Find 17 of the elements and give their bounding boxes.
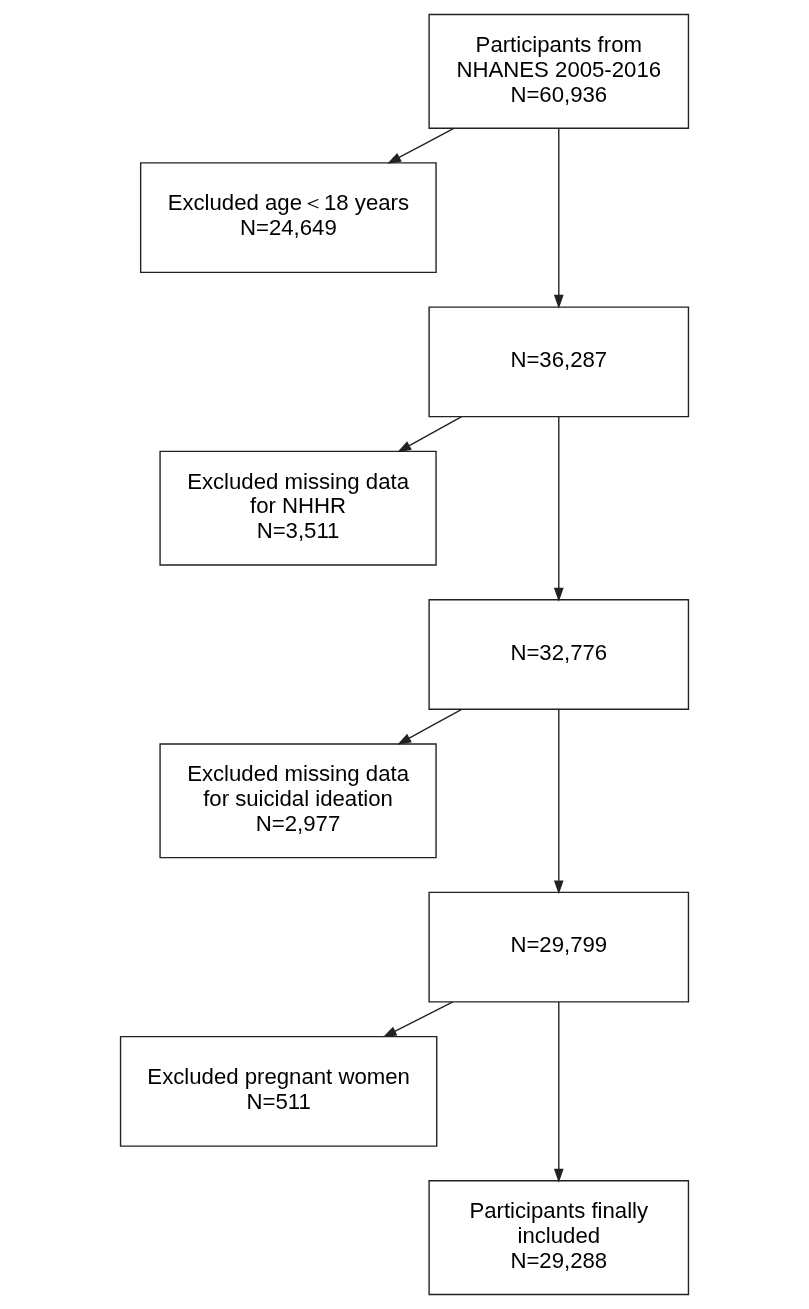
- node-box: N=32,776: [428, 599, 690, 710]
- arrow: [387, 127, 455, 164]
- arrow: [397, 416, 463, 453]
- node-box: Excluded missing data for NHHR N=3,511: [159, 450, 437, 566]
- arrow: [553, 127, 564, 309]
- node-box: Excluded age＜18 years N=24,649: [139, 162, 437, 274]
- arrow: [553, 1001, 564, 1183]
- node-box: Participants finally included N=29,288: [428, 1180, 690, 1296]
- node-box: Participants from NHANES 2005-2016 N=60,936: [428, 13, 690, 129]
- arrow: [553, 416, 564, 602]
- node-box: N=29,799: [428, 891, 690, 1003]
- node-box: Excluded missing data for suicidal ideation N=2,977: [159, 743, 437, 859]
- node-box: Excluded pregnant women N=511: [119, 1035, 438, 1147]
- node-box: N=36,287: [428, 306, 690, 418]
- arrow: [382, 1001, 454, 1038]
- arrow: [397, 708, 463, 745]
- arrow: [553, 709, 564, 895]
